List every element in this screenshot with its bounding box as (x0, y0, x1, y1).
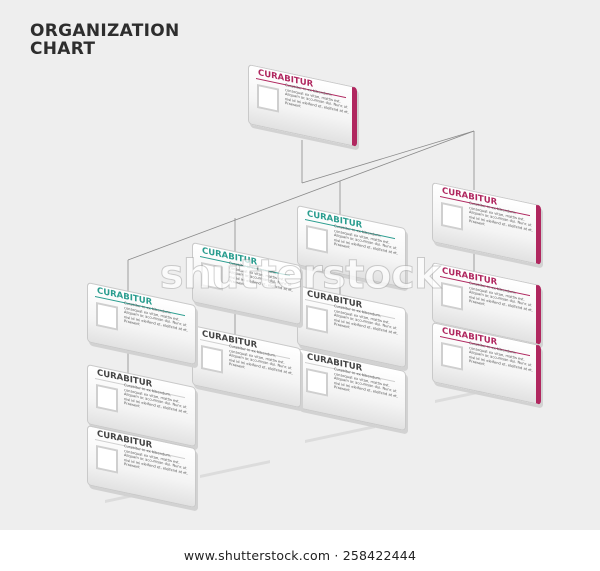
org-card-right-3[interactable]: CURABITUR Curabitur in ex bibendum, cons… (432, 322, 541, 406)
photo-placeholder-icon (306, 225, 328, 254)
org-card-col3-3[interactable]: CURABITUR Curabitur in ex bibendum, cons… (297, 348, 406, 432)
photo-placeholder-icon (306, 305, 328, 334)
connector-branch-main (127, 130, 475, 261)
org-card-col1-3[interactable]: CURABITUR Curabitur in ex bibendum, cons… (87, 425, 196, 509)
org-card-col2-2[interactable]: CURABITUR Curabitur in ex bibendum, cons… (192, 325, 301, 409)
photo-placeholder-icon (96, 384, 118, 413)
photo-placeholder-icon (96, 445, 118, 474)
photo-placeholder-icon (441, 342, 463, 371)
chart-title: ORGANIZATION CHART (30, 22, 180, 58)
photo-placeholder-icon (201, 345, 223, 374)
photo-placeholder-icon (257, 84, 279, 113)
chart-title-line-2: CHART (30, 39, 96, 59)
org-card-root[interactable]: CURABITUR Curabitur in ex bibendum, cons… (248, 64, 357, 148)
connector-branch-back (301, 130, 475, 184)
photo-placeholder-icon (441, 202, 463, 231)
image-credit-footer: www.shutterstock.com · 258422444 (183, 548, 417, 563)
diagram-canvas: ORGANIZATION CHART CURABITUR Curabitur i… (0, 0, 600, 530)
photo-placeholder-icon (96, 302, 118, 331)
chart-title-line-1: ORGANIZATION (30, 21, 180, 41)
org-card-col1-2[interactable]: CURABITUR Curabitur in ex bibendum, cons… (87, 364, 196, 448)
org-card-right-1[interactable]: CURABITUR Curabitur in ex bibendum, cons… (432, 182, 541, 266)
photo-placeholder-icon (306, 368, 328, 397)
watermark: shutterstock (159, 252, 441, 299)
